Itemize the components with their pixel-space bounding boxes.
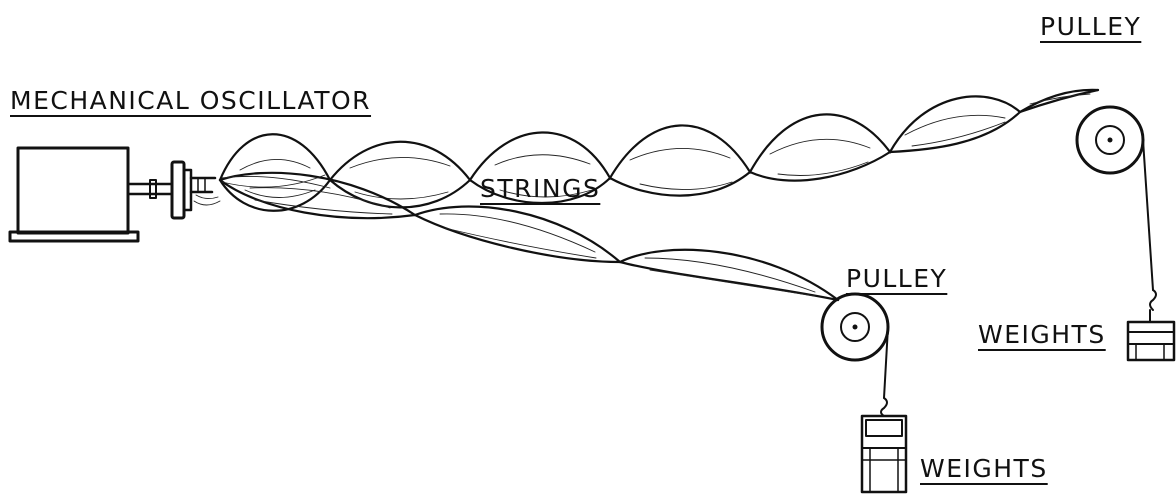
label-weights-top: WEIGHTS bbox=[978, 320, 1106, 349]
label-mechanical-oscillator: MECHANICAL OSCILLATOR bbox=[10, 86, 372, 115]
weights-bottom bbox=[860, 414, 908, 494]
label-pulley-bottom: PULLEY bbox=[846, 264, 948, 293]
label-weights-bottom: WEIGHTS bbox=[920, 454, 1048, 483]
weights-top bbox=[1126, 309, 1176, 362]
label-pulley-top: PULLEY bbox=[1040, 12, 1142, 41]
pulley-top bbox=[1075, 105, 1157, 311]
oscillator-coupling bbox=[170, 160, 221, 220]
pulley-bottom bbox=[820, 292, 890, 417]
oscillator-shaft bbox=[126, 179, 174, 199]
upper-string-wave bbox=[218, 88, 1100, 212]
label-strings: STRINGS bbox=[480, 174, 601, 203]
oscillator-body bbox=[8, 146, 140, 243]
lower-string-wave bbox=[218, 171, 840, 302]
